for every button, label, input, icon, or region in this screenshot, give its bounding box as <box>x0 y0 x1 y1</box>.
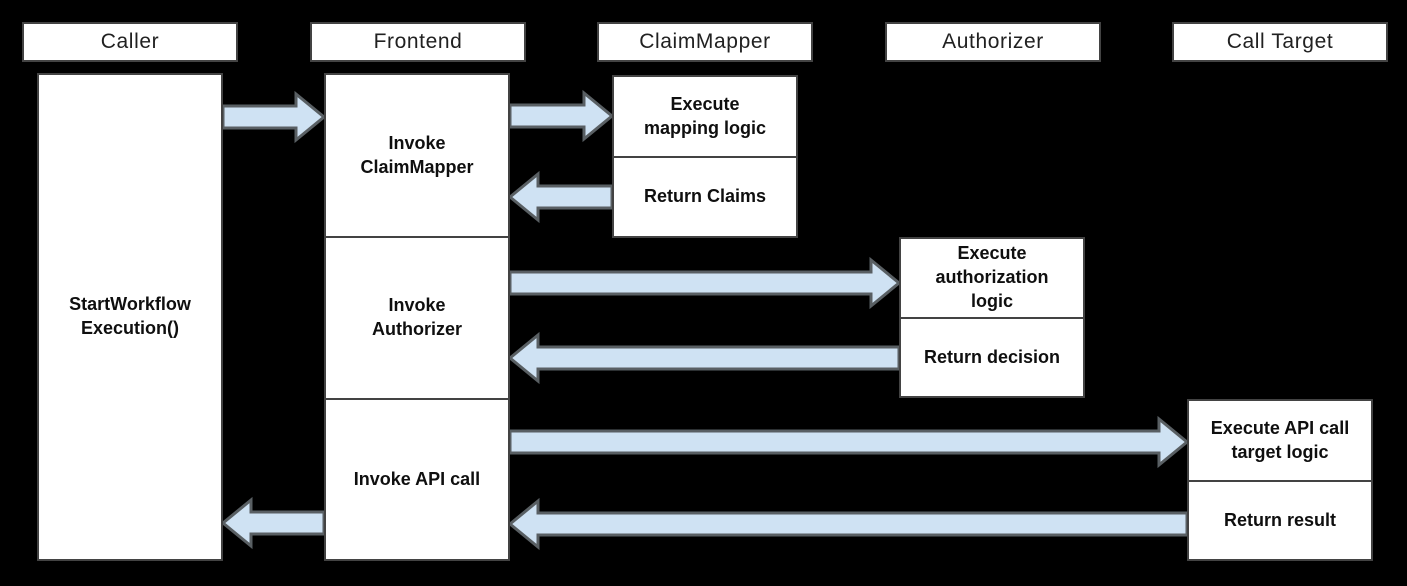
arrow-frontend-to-claimmapper <box>508 89 615 143</box>
authorizer-step-execute-authorization-logic: Execute authorization logic <box>899 237 1085 319</box>
authorizer-step-label: Execute authorization logic <box>935 243 1049 311</box>
frontend-step-invoke-authorizer: Invoke Authorizer <box>324 236 510 400</box>
arrow-caller-to-frontend <box>221 90 327 144</box>
claimmapper-step-label: Execute mapping logic <box>643 93 766 138</box>
actor-caller: Caller <box>22 22 238 62</box>
arrow-frontend-to-authorizer <box>508 256 902 310</box>
frontend-step-label: Invoke Authorizer <box>372 295 462 339</box>
arrow-authorizer-to-frontend <box>507 331 901 385</box>
claimmapper-step-return-claims: Return Claims <box>612 156 798 238</box>
call-target-step-label: Return result <box>1223 509 1337 530</box>
claimmapper-step-execute-mapping-logic: Execute mapping logic <box>612 75 798 158</box>
actor-call-target-label: Call Target <box>1226 30 1334 53</box>
call-target-step-return-result: Return result <box>1187 480 1373 561</box>
frontend-step-label: Invoke ClaimMapper <box>360 132 474 177</box>
actor-claimmapper: ClaimMapper <box>597 22 813 62</box>
frontend-step-label: Invoke API call <box>353 468 481 489</box>
claimmapper-step-label: Return Claims <box>643 186 767 207</box>
actor-call-target: Call Target <box>1172 22 1388 62</box>
frontend-step-invoke-api-call: Invoke API call <box>324 398 510 561</box>
arrow-claimmapper-to-frontend <box>507 170 614 224</box>
authorizer-step-label: Return decision <box>923 346 1061 367</box>
arrow-calltarget-to-frontend <box>507 497 1189 551</box>
actor-frontend: Frontend <box>310 22 526 62</box>
frontend-step-invoke-claimmapper: Invoke ClaimMapper <box>324 73 510 238</box>
authorizer-step-return-decision: Return decision <box>899 317 1085 398</box>
actor-frontend-label: Frontend <box>373 30 463 53</box>
actor-authorizer-label: Authorizer <box>942 30 1044 53</box>
call-target-step-execute-api-call-target-logic: Execute API call target logic <box>1187 399 1373 482</box>
caller-activation-label: StartWorkflow Execution() <box>69 294 191 338</box>
actor-caller-label: Caller <box>100 30 160 53</box>
caller-activation-box: StartWorkflow Execution() <box>37 73 223 561</box>
call-target-step-label: Execute API call target logic <box>1210 417 1350 462</box>
actor-claimmapper-label: ClaimMapper <box>639 30 771 53</box>
actor-authorizer: Authorizer <box>885 22 1101 62</box>
arrow-frontend-to-calltarget <box>508 415 1190 469</box>
arrow-frontend-to-caller <box>220 496 326 550</box>
